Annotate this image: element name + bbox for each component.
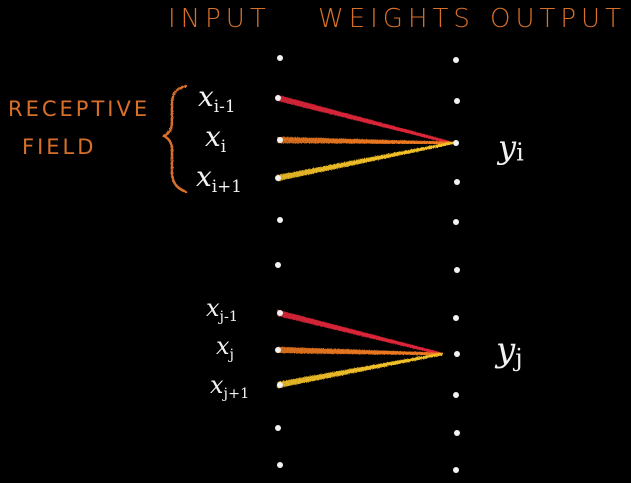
- input-label-x-j-minus-1: xj-1: [206, 294, 238, 325]
- input-label-base: x: [206, 294, 220, 322]
- input-node-dot: [277, 310, 283, 316]
- input-label-sub: j: [229, 347, 235, 364]
- connection-x-j-minus-1-to-y-j-strand: [277, 314, 443, 356]
- connection-x-i-minus-1-to-y-i-strand: [277, 99, 453, 145]
- input-node-dot: [277, 217, 283, 223]
- weight-node-dot: [453, 140, 459, 146]
- receptive-field-brace: [161, 84, 188, 194]
- connection-x-j-to-y-j-strand: [277, 351, 443, 356]
- input-label-base: x: [210, 371, 224, 399]
- input-label-sub: i+1: [211, 175, 242, 196]
- weight-node-dot: [453, 392, 459, 398]
- connection-x-i-plus-1-to-y-i-strand: [277, 142, 453, 182]
- weight-node-dot: [454, 351, 460, 357]
- receptive-field-label-line2: FIELD: [22, 135, 97, 159]
- input-node-dot: [277, 137, 283, 143]
- input-label-sub: j-1: [219, 309, 239, 326]
- input-label-x-j: xj: [216, 332, 234, 363]
- input-label-base: x: [205, 120, 221, 153]
- input-node-dot: [277, 55, 283, 61]
- input-node-dot: [275, 95, 281, 101]
- weight-node-dot: [454, 267, 460, 273]
- input-label-sub: i: [220, 135, 227, 156]
- input-node-dot: [275, 175, 281, 181]
- output-label-y-i: yi: [498, 128, 524, 166]
- output-label-base: y: [498, 128, 517, 166]
- connection-x-i-to-y-i-strand: [277, 141, 453, 145]
- output-column-header: OUTPUT: [490, 4, 626, 34]
- input-node-dot: [275, 425, 281, 431]
- input-label-base: x: [216, 332, 230, 360]
- weight-node-dot: [453, 219, 459, 225]
- weights-column-header: WEIGHTS: [318, 4, 475, 34]
- input-node-dot: [275, 347, 281, 353]
- input-node-dot: [277, 462, 283, 468]
- input-label-base: x: [196, 160, 212, 193]
- input-column-header: INPUT: [168, 4, 271, 34]
- input-label-sub: i-1: [213, 95, 236, 116]
- input-label-x-j-plus-1: xj+1: [210, 371, 249, 402]
- input-node-dot: [277, 382, 283, 388]
- output-label-sub: j: [515, 343, 523, 372]
- weight-node-dot: [454, 179, 460, 185]
- input-label-sub: j+1: [223, 386, 250, 403]
- input-label-x-i-minus-1: xi-1: [198, 80, 236, 116]
- receptive-field-label-line1: RECEPTIVE: [8, 97, 151, 121]
- output-label-y-j: yj: [496, 330, 523, 372]
- input-label-base: x: [198, 80, 214, 113]
- input-label-x-i-plus-1: xi+1: [196, 160, 242, 196]
- output-label-sub: i: [516, 138, 524, 167]
- weight-node-dot: [454, 98, 460, 104]
- weight-node-dot: [454, 430, 460, 436]
- weight-node-dot: [453, 315, 459, 321]
- input-node-dot: [275, 262, 281, 268]
- connection-x-j-plus-1-to-y-j-strand: [277, 353, 443, 389]
- input-label-x-i: xi: [205, 120, 226, 156]
- weight-node-dot: [453, 467, 459, 473]
- output-label-base: y: [496, 330, 516, 370]
- weight-node-dot: [453, 57, 459, 63]
